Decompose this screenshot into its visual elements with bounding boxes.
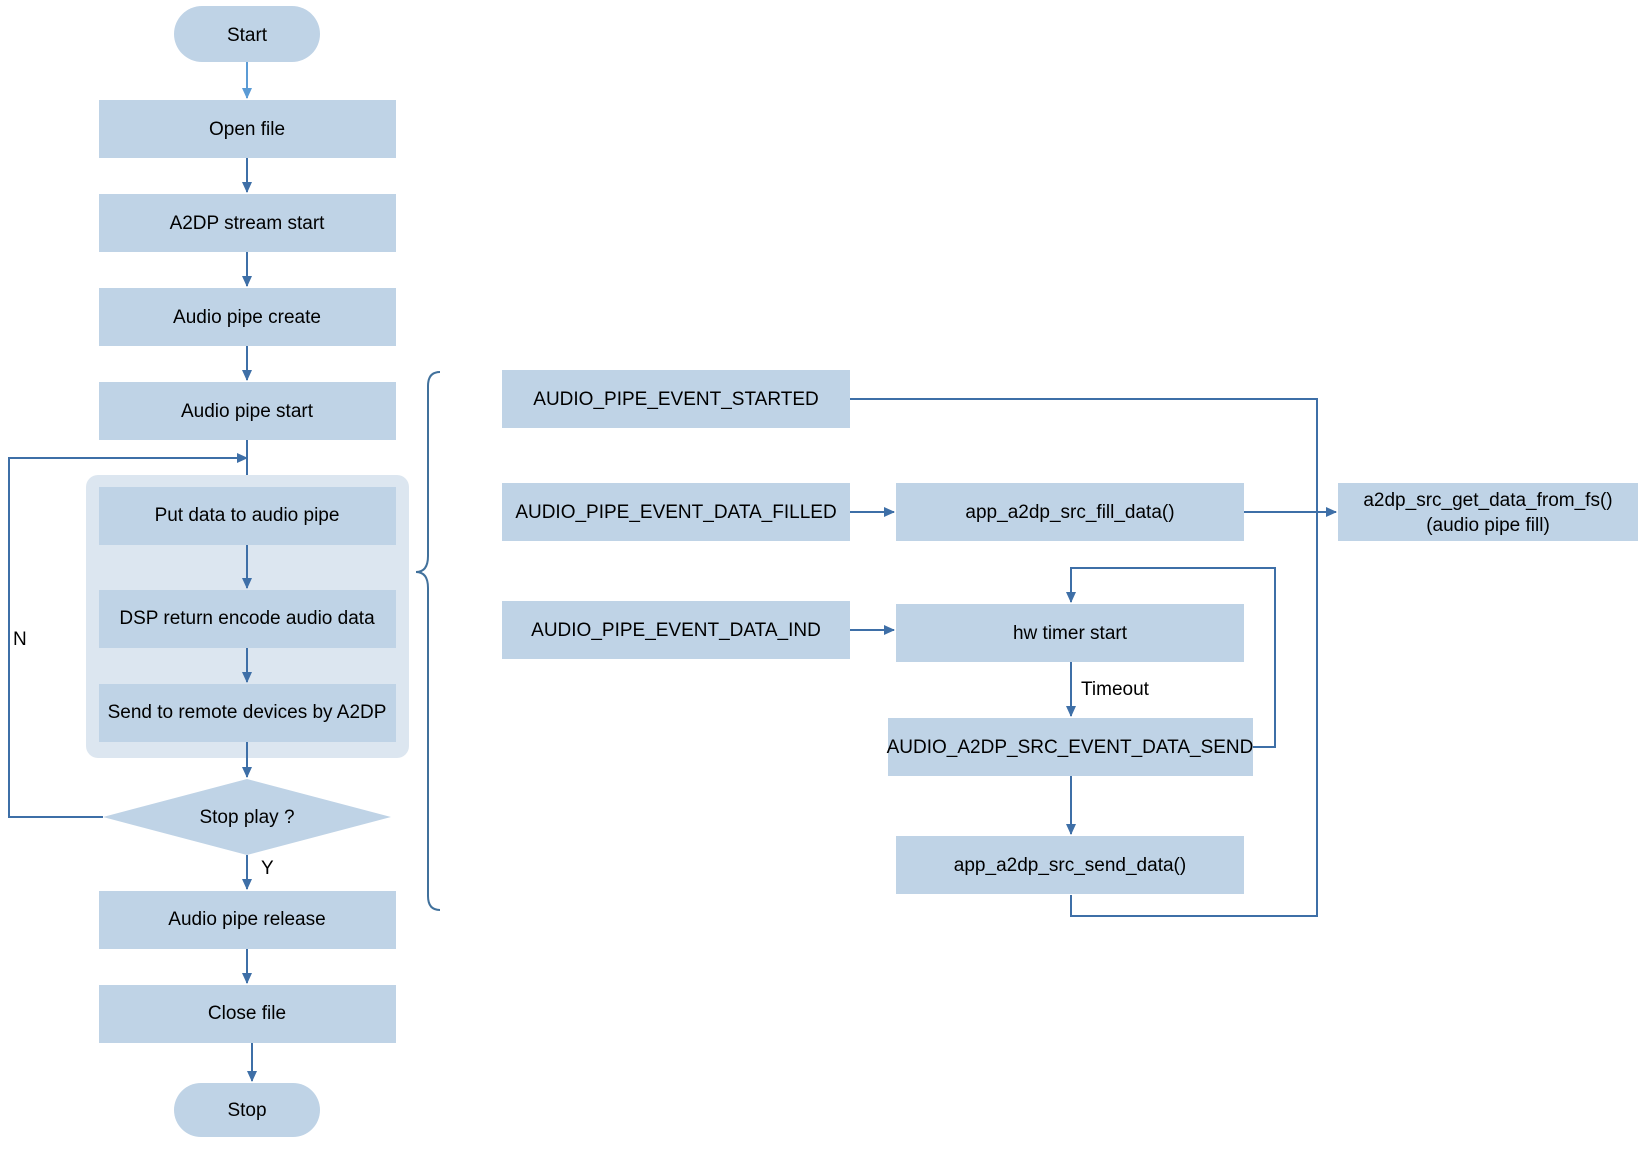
send-remote-label: Send to remote devices by A2DP	[108, 702, 387, 723]
send-data-label: app_a2dp_src_send_data()	[954, 855, 1186, 876]
audio-pipe-release-box: Audio pipe release	[99, 891, 396, 949]
event-data-filled-label: AUDIO_PIPE_EVENT_DATA_FILLED	[515, 502, 836, 523]
event-data-filled-box: AUDIO_PIPE_EVENT_DATA_FILLED	[502, 483, 850, 541]
fill-data-box: app_a2dp_src_fill_data()	[896, 483, 1244, 541]
curly-brace	[415, 371, 441, 911]
hw-timer-label: hw timer start	[1013, 623, 1128, 644]
timeout-label: Timeout	[1081, 679, 1150, 700]
get-data-line2: (audio pipe fill)	[1426, 515, 1550, 536]
close-file-box: Close file	[99, 985, 396, 1043]
close-file-label: Close file	[208, 1003, 286, 1024]
stop-terminator: Stop	[174, 1083, 320, 1137]
event-started-box: AUDIO_PIPE_EVENT_STARTED	[502, 370, 850, 428]
a2dp-stream-start-label: A2DP stream start	[170, 213, 326, 234]
arrow-send-loop-to-timer	[1066, 567, 1276, 748]
event-data-send-box: AUDIO_A2DP_SRC_EVENT_DATA_SEND	[887, 718, 1254, 776]
audio-pipe-create-label: Audio pipe create	[173, 307, 321, 328]
stop-play-label: Stop play ?	[199, 807, 294, 828]
yes-label: Y	[261, 858, 274, 879]
open-file-label: Open file	[209, 119, 285, 140]
event-data-send-label: AUDIO_A2DP_SRC_EVENT_DATA_SEND	[887, 737, 1254, 758]
event-data-ind-box: AUDIO_PIPE_EVENT_DATA_IND	[502, 601, 850, 659]
get-data-line1: a2dp_src_get_data_from_fs()	[1363, 490, 1612, 511]
dsp-return-box: DSP return encode audio data	[99, 590, 396, 648]
hw-timer-box: hw timer start	[896, 604, 1244, 662]
put-data-label: Put data to audio pipe	[155, 505, 340, 526]
audio-pipe-release-label: Audio pipe release	[168, 909, 325, 930]
fill-data-label: app_a2dp_src_fill_data()	[965, 502, 1174, 523]
send-remote-box: Send to remote devices by A2DP	[99, 684, 396, 742]
stop-label: Stop	[227, 1100, 266, 1121]
send-data-box: app_a2dp_src_send_data()	[896, 836, 1244, 894]
arrow-no-loop-back	[8, 453, 248, 818]
audio-pipe-start-label: Audio pipe start	[181, 401, 314, 422]
no-label: N	[13, 629, 27, 650]
put-data-box: Put data to audio pipe	[99, 487, 396, 545]
a2dp-stream-start-box: A2DP stream start	[99, 194, 396, 252]
open-file-box: Open file	[99, 100, 396, 158]
audio-pipe-start-box: Audio pipe start	[99, 382, 396, 440]
get-data-from-fs-box: a2dp_src_get_data_from_fs() (audio pipe …	[1338, 483, 1638, 541]
stop-play-decision: Stop play ?	[103, 779, 391, 855]
start-label: Start	[227, 25, 268, 46]
audio-pipe-create-box: Audio pipe create	[99, 288, 396, 346]
line-started-to-collector	[850, 398, 1318, 917]
event-started-label: AUDIO_PIPE_EVENT_STARTED	[533, 389, 818, 410]
dsp-return-label: DSP return encode audio data	[119, 608, 375, 629]
start-terminator: Start	[174, 6, 320, 62]
event-data-ind-label: AUDIO_PIPE_EVENT_DATA_IND	[531, 620, 821, 641]
